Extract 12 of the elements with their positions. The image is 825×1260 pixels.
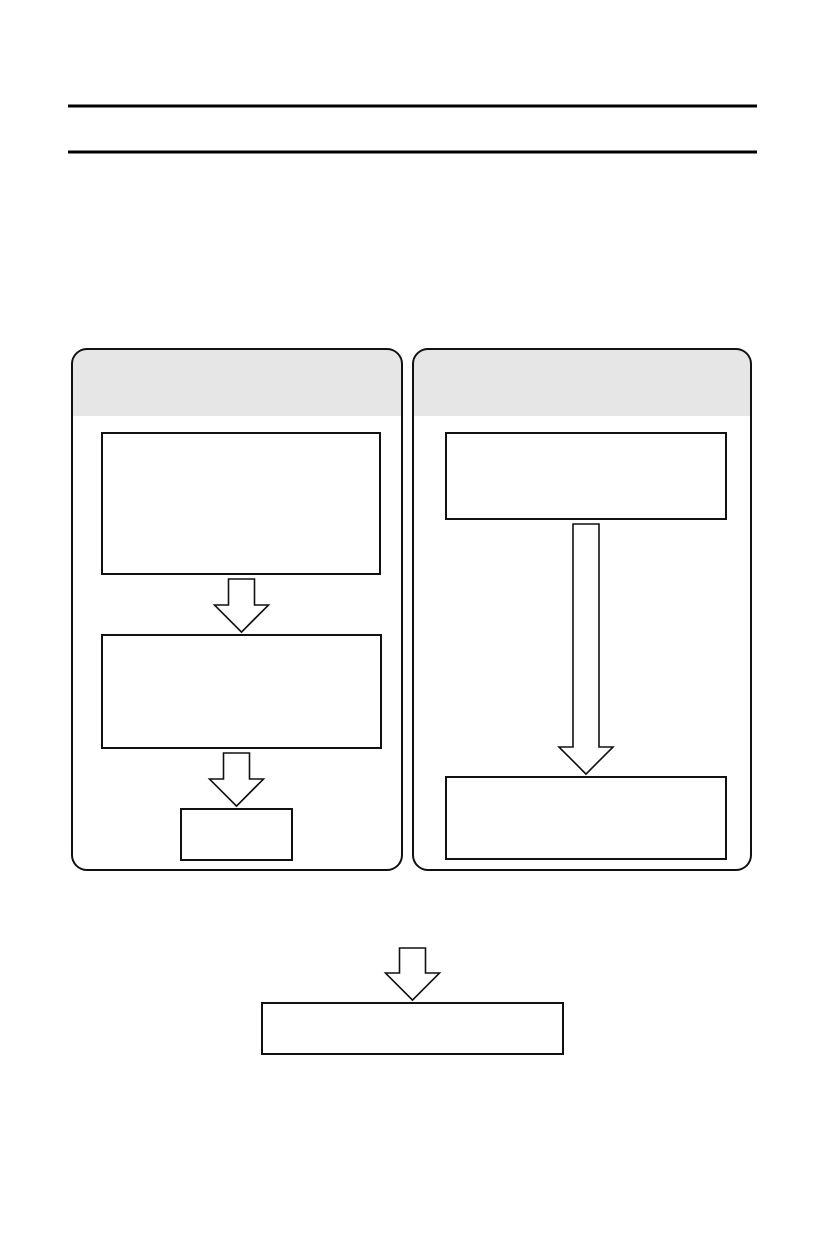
block-arrow: [383, 947, 442, 1002]
block-arrow: [212, 578, 271, 634]
block-arrow: [207, 752, 266, 808]
process-box: [261, 1002, 564, 1055]
process-box: [101, 634, 382, 749]
process-box: [101, 432, 381, 575]
block-arrow: [557, 523, 615, 776]
process-box: [445, 432, 727, 520]
group-panel: [412, 348, 752, 871]
process-box: [180, 808, 293, 861]
process-box: [445, 776, 727, 860]
group-panel: [71, 348, 403, 871]
